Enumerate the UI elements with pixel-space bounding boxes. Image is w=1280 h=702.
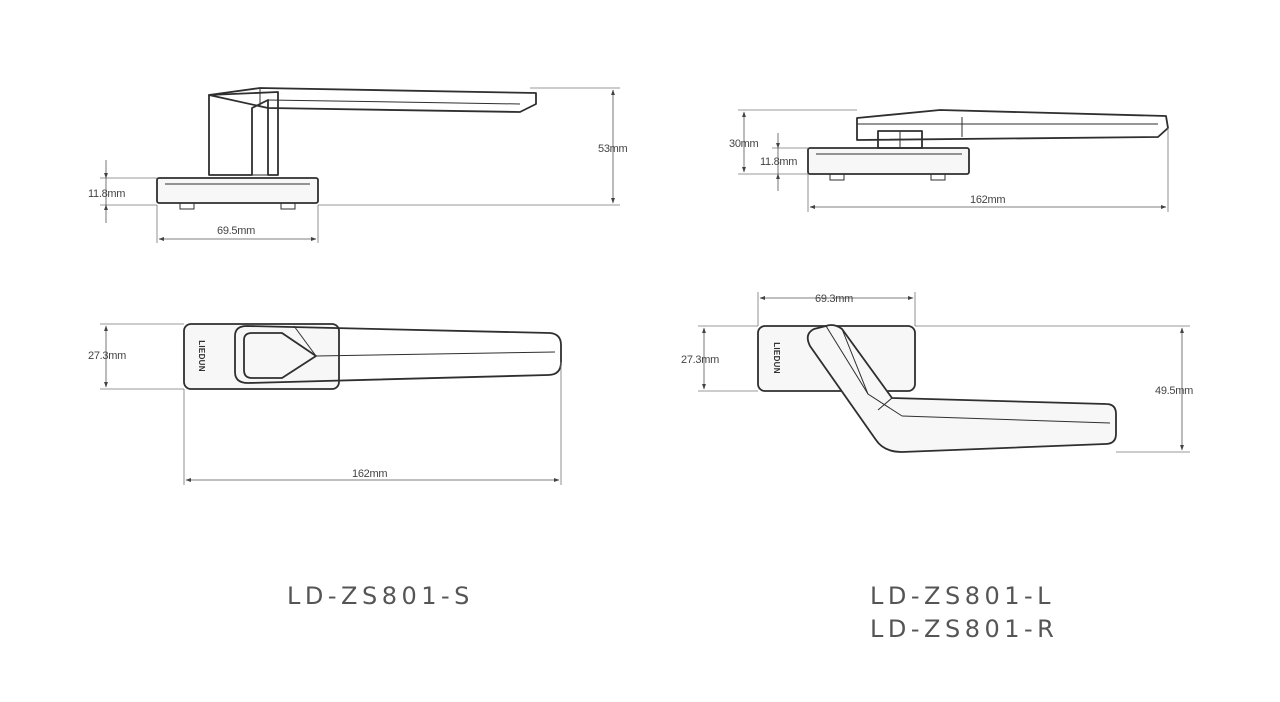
lr-plate-width-dimension: 69.3mm	[815, 293, 853, 305]
lr-width-dimension: 27.3mm	[681, 354, 719, 366]
model-label-r: LD-ZS801-R	[870, 615, 1058, 643]
lr-side-view	[738, 109, 1169, 212]
lr-base-height-dimension: 11.8mm	[760, 156, 797, 168]
s-brand-mark: LIEDUN	[197, 340, 206, 372]
lr-height-dimension: 30mm	[729, 138, 758, 150]
s-side-view	[100, 87, 620, 243]
lr-length-dimension: 162mm	[970, 194, 1005, 206]
model-label-s: LD-ZS801-S	[287, 582, 474, 610]
s-base-width-dimension: 69.5mm	[217, 225, 255, 237]
s-length-dimension: 162mm	[352, 468, 387, 480]
lr-top-view	[698, 292, 1190, 453]
s-top-view	[100, 323, 562, 485]
model-label-l: LD-ZS801-L	[870, 582, 1055, 610]
s-base-height-dimension: 11.8mm	[88, 188, 125, 200]
lr-brand-mark: LIEDUN	[772, 342, 781, 374]
s-width-dimension: 27.3mm	[88, 350, 126, 362]
s-height-dimension: 53mm	[598, 143, 627, 155]
lr-depth-dimension: 49.5mm	[1155, 385, 1193, 397]
